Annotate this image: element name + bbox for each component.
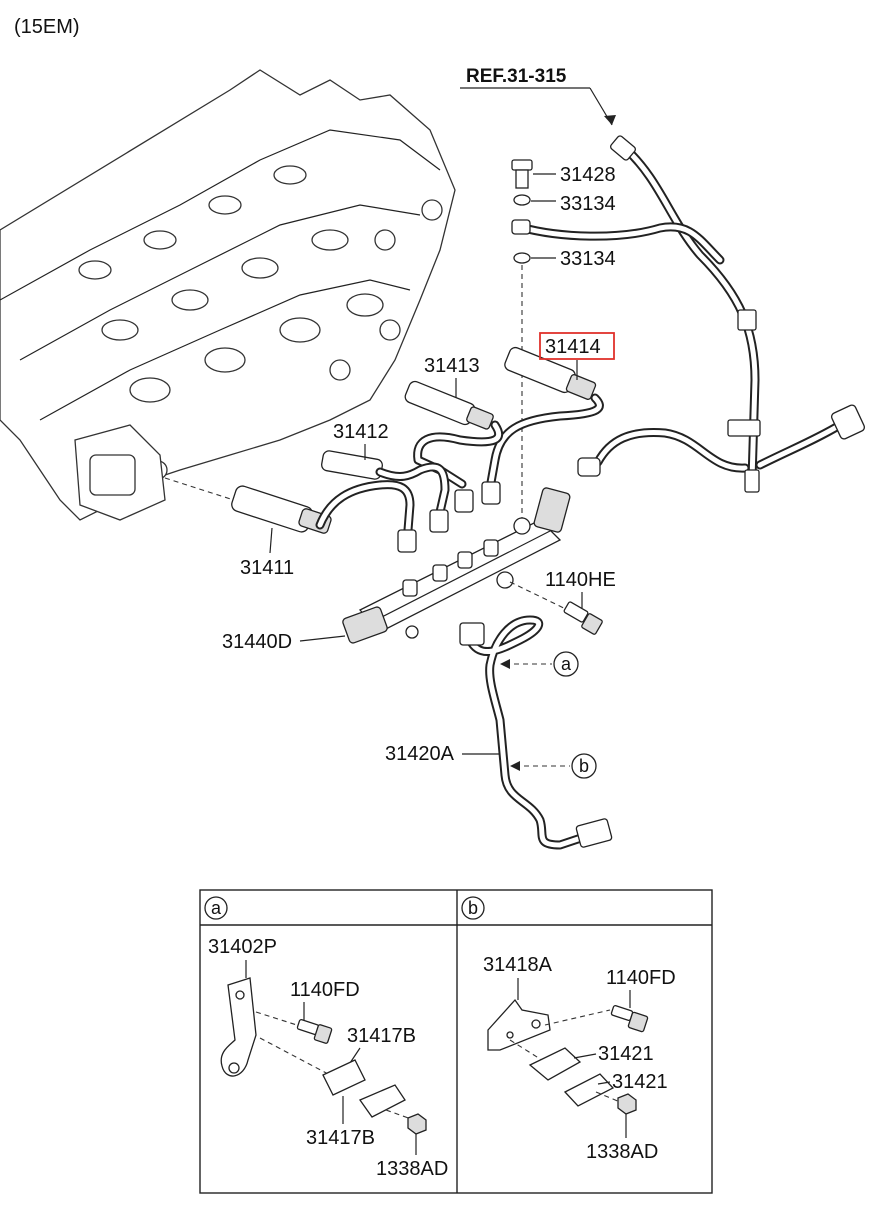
- callout-b: b: [510, 753, 597, 779]
- label-31428: 31428: [560, 164, 616, 186]
- label-33134-lower: 33134: [560, 248, 616, 270]
- leader-head-to-31411: [164, 477, 241, 503]
- label-31412: 31412: [333, 421, 389, 443]
- injector-31412: [321, 450, 383, 480]
- callout-a: a: [500, 651, 579, 677]
- svg-text:b: b: [579, 756, 589, 776]
- label-31420A: 31420A: [385, 743, 455, 765]
- cylinder-head-illustration: [0, 69, 456, 521]
- label-33134-upper: 33134: [560, 193, 616, 215]
- label-31413: 31413: [424, 355, 480, 377]
- label-31411: 31411: [240, 557, 294, 579]
- label-31417B-bottom: 31417B: [306, 1127, 375, 1149]
- bolt-1140FD-a: [296, 1019, 333, 1044]
- clip-31421-upper: [528, 1047, 582, 1081]
- bolt-31428: [511, 159, 533, 189]
- label-1338AD-a: 1338AD: [376, 1158, 448, 1180]
- svg-text:a: a: [561, 654, 572, 674]
- highlight-box-31414: [539, 332, 615, 360]
- pipe-31420A: [459, 615, 613, 850]
- cam-bosses: [78, 165, 443, 480]
- detail-a-badge: [204, 896, 228, 920]
- pressure-sensor: [342, 606, 388, 644]
- label-1140HE: 1140HE: [545, 569, 616, 591]
- svg-text:b: b: [468, 898, 478, 918]
- label-31421-top: 31421: [598, 1043, 654, 1065]
- detail-b-badge: [461, 896, 485, 920]
- return-line-assembly: [515, 135, 866, 493]
- clip-31417B-lower: [359, 1084, 406, 1118]
- clip-31421-lower: [563, 1073, 615, 1107]
- label-31414: 31414: [545, 336, 601, 358]
- detail-a: a 31402P 1140FD 31417B 31417B 1338AD: [204, 896, 448, 1180]
- rail-ports: [402, 539, 499, 597]
- nut-1338AD-a: [407, 1113, 427, 1135]
- washer-33134-lower: [513, 252, 531, 264]
- label-31418A: 31418A: [483, 954, 553, 976]
- injector-31413: [404, 380, 494, 430]
- label-1140FD-b: 1140FD: [606, 967, 676, 989]
- line-nuts: [397, 481, 501, 553]
- bracket-31402P: [220, 977, 257, 1077]
- detail-b: b 31418A 1140FD 31421 31421 1338AD: [461, 896, 676, 1163]
- model-code: (15EM): [14, 16, 80, 38]
- detail-table: [199, 889, 713, 1194]
- washer-33134-upper: [513, 194, 531, 206]
- bolt-1140HE: [563, 601, 603, 635]
- ref-label: REF.31-315: [466, 66, 567, 87]
- label-1140FD-a: 1140FD: [290, 979, 360, 1001]
- label-31421-bottom: 31421: [612, 1071, 668, 1093]
- nut-1338AD-b: [617, 1093, 637, 1115]
- label-1338AD-b: 1338AD: [586, 1141, 658, 1163]
- banjo-fitting: [511, 219, 531, 235]
- clip-31417B-upper: [322, 1059, 366, 1096]
- bolt-1140FD-b: [610, 1005, 649, 1033]
- label-31417B-top: 31417B: [347, 1025, 416, 1047]
- label-31402P: 31402P: [208, 936, 277, 958]
- svg-text:a: a: [211, 898, 222, 918]
- ref-arrow-icon: [604, 115, 616, 125]
- bracket-31418A: [487, 998, 551, 1051]
- label-31440D: 31440D: [222, 631, 292, 653]
